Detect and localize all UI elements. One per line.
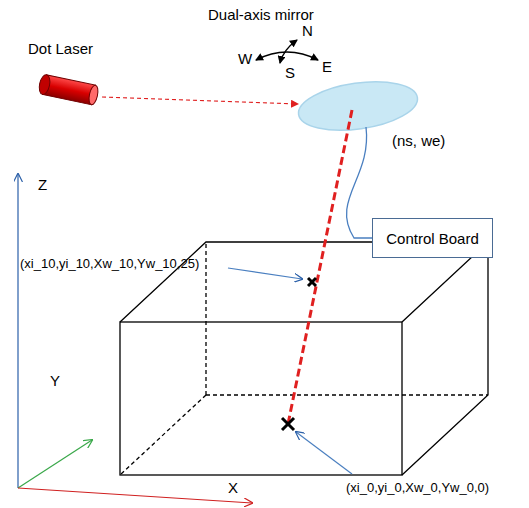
part-name: Dual-axis mirror [208, 6, 314, 23]
process-box: Control Board [372, 218, 493, 258]
direction-letter: E [322, 58, 332, 75]
control-cable [347, 127, 372, 238]
hit-marker [308, 278, 316, 286]
y-axis [18, 440, 92, 488]
coordinate-label: (xi_10,yi_10,Xw_10,Yw_10,25) [20, 256, 199, 271]
laser [38, 74, 100, 106]
direction-letter: N [302, 22, 313, 39]
axis-label: Z [38, 176, 47, 193]
laser-beam [102, 97, 298, 104]
direction-letter: W [238, 50, 252, 67]
leader-line [296, 432, 352, 474]
we-arrow [256, 52, 318, 60]
ns-arrow [280, 40, 297, 63]
z-axis [17, 174, 18, 488]
axis-label: X [228, 479, 238, 496]
leader-line [228, 268, 302, 279]
axis-label: Y [50, 372, 60, 389]
cube [120, 242, 488, 475]
signal-name: (ns, we) [392, 132, 445, 149]
hit-marker [282, 418, 294, 430]
part-name: Dot Laser [28, 40, 93, 57]
x-axis [18, 488, 252, 503]
direction-letter: S [285, 64, 295, 81]
coordinate-label: (xi_0,yi_0,Xw_0,Yw_0,0) [346, 480, 489, 495]
mirror [295, 75, 420, 137]
reflected-beam [288, 110, 352, 424]
box-text: Control Board [386, 230, 479, 247]
